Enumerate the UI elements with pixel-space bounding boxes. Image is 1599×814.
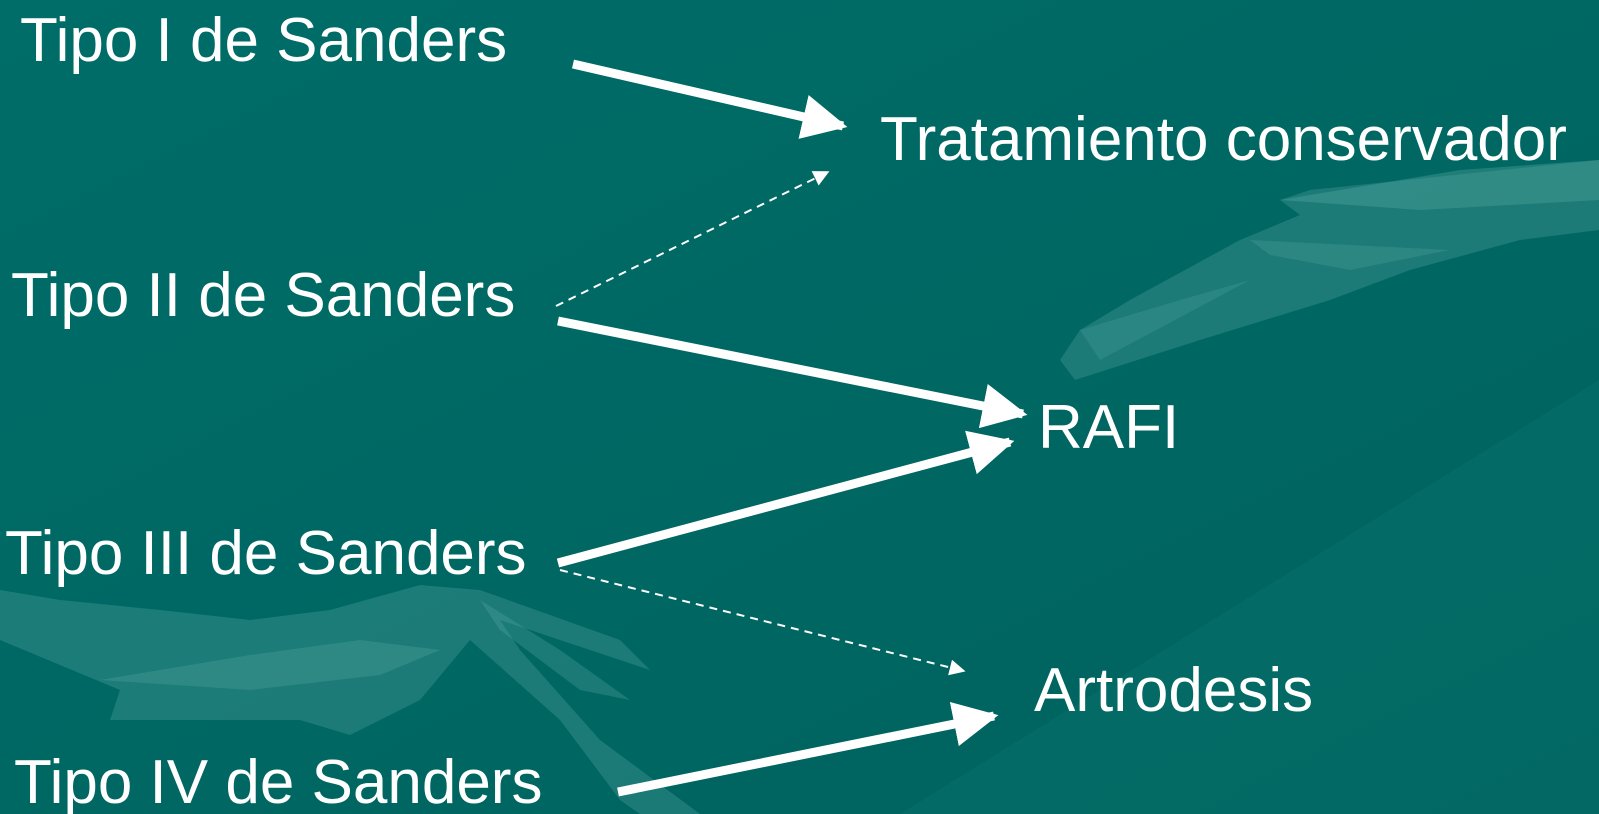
arrow-tipo4-to-artrodesis: [617, 701, 999, 797]
hand-shape-right: [1060, 160, 1599, 380]
hand-shape-left: [0, 585, 700, 814]
label-tipo-i-de-sanders: Tipo I de Sanders: [20, 6, 508, 75]
label-tratamiento-conservador: Tratamiento conservador: [880, 105, 1567, 174]
arrow-tipo1-to-conservador: [571, 59, 848, 139]
arrow-tipo2-to-conservador-dashed: [555, 171, 830, 307]
arrow-tipo3-to-artrodesis-dashed: [559, 569, 966, 676]
label-rafi: RAFI: [1038, 393, 1180, 462]
label-tipo-iii-de-sanders: Tipo III de Sanders: [5, 519, 527, 588]
arrow-tipo3-to-rafi: [556, 430, 1015, 568]
label-artrodesis: Artrodesis: [1034, 656, 1314, 725]
arrow-tipo2-to-rafi: [557, 316, 1028, 429]
label-tipo-iv-de-sanders: Tipo IV de Sanders: [14, 748, 543, 814]
label-tipo-ii-de-sanders: Tipo II de Sanders: [11, 261, 516, 330]
